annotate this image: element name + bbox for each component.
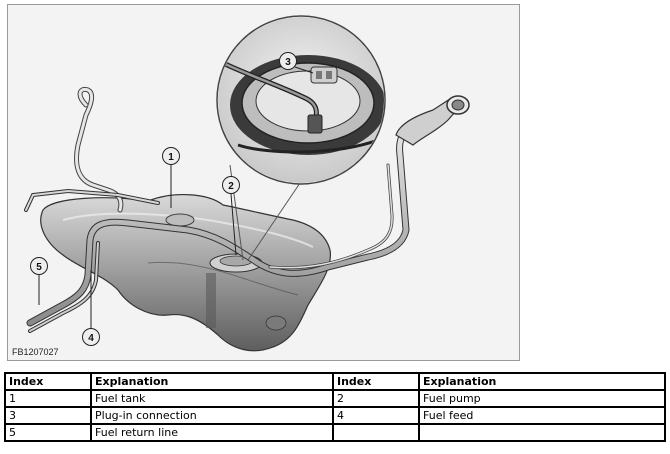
table-row: 5 Fuel return line (4, 423, 666, 442)
fuel-lines (24, 86, 417, 333)
callout-1-label: 1 (168, 152, 174, 163)
figure-id: FB1207027 (12, 347, 59, 357)
callout-3: 3 (279, 52, 314, 74)
legend-header-row: Index Explanation Index Explanation (4, 372, 666, 391)
legend-index (332, 423, 420, 442)
legend-explanation (418, 423, 666, 442)
legend-index: 5 (4, 423, 92, 442)
fuel-pump-inset (216, 15, 386, 185)
callout-2: 2 (222, 176, 240, 256)
header-index-1: Index (4, 372, 92, 391)
legend-explanation: Fuel pump (418, 389, 666, 408)
header-explanation-2: Explanation (418, 372, 666, 391)
legend-index: 2 (332, 389, 420, 408)
callout-5-label: 5 (36, 262, 42, 273)
callout-4: 4 (82, 270, 100, 346)
header-index-2: Index (332, 372, 420, 391)
legend-index: 3 (4, 406, 92, 425)
fuel-system-diagram: 1 2 3 4 5 FB1207027 (7, 4, 520, 361)
callout-3-label: 3 (285, 57, 291, 68)
legend-explanation: Fuel tank (90, 389, 334, 408)
legend-index: 4 (332, 406, 420, 425)
table-row: 3 Plug-in connection 4 Fuel feed (4, 406, 666, 425)
callout-2-label: 2 (228, 181, 234, 192)
legend-explanation: Fuel return line (90, 423, 334, 442)
legend-explanation: Plug-in connection (90, 406, 334, 425)
header-explanation-1: Explanation (90, 372, 334, 391)
table-row: 1 Fuel tank 2 Fuel pump (4, 389, 666, 408)
callout-4-label: 4 (88, 333, 94, 344)
legend-index: 1 (4, 389, 92, 408)
legend-table: Index Explanation Index Explanation 1 Fu… (4, 372, 666, 442)
legend-explanation: Fuel feed (418, 406, 666, 425)
callout-1: 1 (162, 147, 180, 208)
filler-neck (395, 95, 470, 146)
callout-5: 5 (30, 257, 48, 305)
